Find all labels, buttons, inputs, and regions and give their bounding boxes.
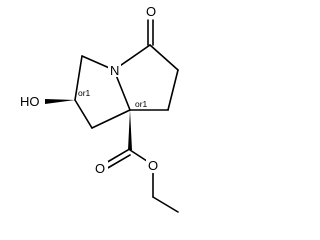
hydroxyl-label: HO — [20, 94, 40, 109]
ester-oxygen-label-mask — [146, 158, 160, 173]
bond-ch2-to-bridgehead — [91, 109, 131, 129]
bond-ch2-to-ch2 — [167, 69, 179, 111]
wedge-bond-to-ester-carbon — [128, 110, 132, 150]
chemical-structure-diagram: N O HO O O or1 or1 — [18, 4, 179, 213]
bridgehead-stereo-label: or1 — [135, 99, 148, 109]
hydroxyl-carbon-stereo-label: or1 — [78, 88, 91, 98]
carbonyl-oxygen-label-mask — [94, 161, 108, 176]
nitrogen-label-mask — [108, 63, 121, 77]
hydroxyl-label-mask — [18, 94, 45, 109]
bond-carbonyl-carbon-to-ch2 — [149, 44, 179, 71]
bond-ch2-to-choh — [74, 55, 83, 101]
ester-oxygen-label: O — [148, 158, 158, 173]
ketone-oxygen-label-mask — [144, 4, 158, 19]
ketone-oxygen-label: O — [146, 4, 156, 19]
wedge-bond-to-hydroxyl — [45, 99, 75, 104]
nitrogen-label: N — [110, 63, 119, 78]
ester-double-bond-b — [105, 154, 131, 170]
carbonyl-oxygen-label: O — [95, 161, 105, 176]
bond-ethyl-ch2-to-ch3 — [152, 196, 179, 213]
bond-choh-to-ch2 — [74, 99, 93, 129]
